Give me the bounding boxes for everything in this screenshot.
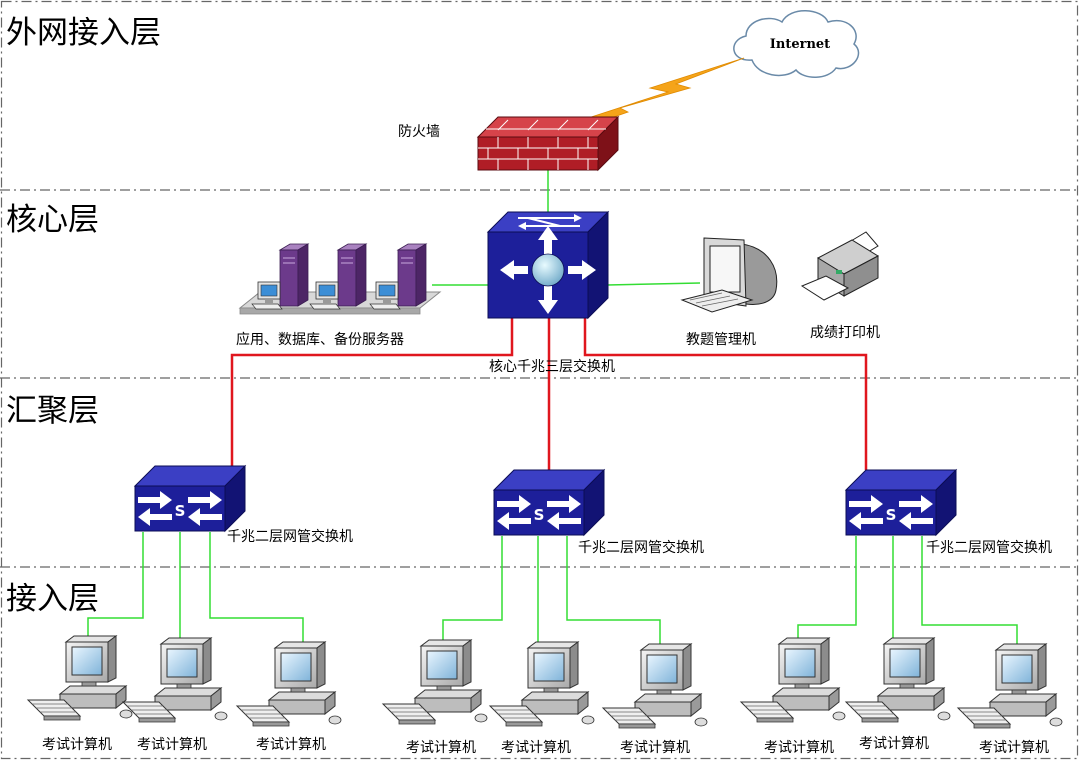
exam-pc-5-label: 考试计算机 — [501, 740, 571, 756]
switch-letter: S — [886, 506, 897, 524]
exam-pc-8-icon — [845, 637, 951, 723]
core-switch-icon — [486, 210, 610, 320]
switch-letter: S — [175, 502, 186, 520]
core-links — [432, 170, 701, 286]
server-group-icon — [238, 243, 442, 315]
exam-pc-2-icon — [122, 637, 228, 723]
agg-switch-3-icon: S — [844, 468, 958, 537]
exam-pc-1-icon — [27, 635, 133, 721]
zone-label-wan: 外网接入层 — [6, 15, 161, 51]
agg-switch-2-label: 千兆二层网管交换机 — [578, 540, 704, 556]
uplink-links — [230, 318, 868, 475]
exam-pc-6-icon — [602, 643, 708, 729]
exam-pc-8-label: 考试计算机 — [859, 736, 929, 752]
switch-letter: S — [534, 506, 545, 524]
printer-label: 成绩打印机 — [810, 325, 880, 341]
admin-pc-icon — [680, 237, 778, 313]
internet-label: Internet — [770, 37, 830, 52]
firewall-icon — [476, 115, 620, 172]
exam-pc-7-label: 考试计算机 — [764, 740, 834, 756]
printer-icon — [800, 231, 880, 301]
zone-label-aggregation: 汇聚层 — [6, 393, 99, 429]
exam-pc-3-label: 考试计算机 — [256, 737, 326, 753]
exam-pc-9-icon — [957, 643, 1063, 729]
agg-switch-2-icon: S — [492, 468, 606, 537]
exam-pc-4-label: 考试计算机 — [406, 740, 476, 756]
agg-switch-3-label: 千兆二层网管交换机 — [926, 540, 1052, 556]
access-links — [87, 532, 1018, 645]
zone-label-access: 接入层 — [6, 581, 99, 617]
servers-label: 应用、数据库、备份服务器 — [236, 332, 404, 348]
agg-switch-1-icon: S — [133, 464, 247, 533]
exam-pc-4-icon — [382, 639, 488, 725]
exam-pc-9-label: 考试计算机 — [979, 740, 1049, 756]
exam-pc-6-label: 考试计算机 — [620, 740, 690, 756]
exam-pc-7-icon — [740, 637, 846, 723]
firewall-label: 防火墙 — [398, 124, 440, 140]
exam-pc-1-label: 考试计算机 — [42, 737, 112, 753]
exam-pc-3-icon — [236, 641, 342, 727]
admin-pc-label: 教题管理机 — [686, 332, 756, 348]
zone-label-core: 核心层 — [6, 202, 99, 238]
core-switch-label: 核心千兆三层交换机 — [489, 359, 615, 375]
internet-cloud: Internet — [733, 10, 860, 78]
exam-pc-5-icon — [489, 641, 595, 727]
exam-pc-2-label: 考试计算机 — [137, 737, 207, 753]
agg-switch-1-label: 千兆二层网管交换机 — [227, 529, 353, 545]
